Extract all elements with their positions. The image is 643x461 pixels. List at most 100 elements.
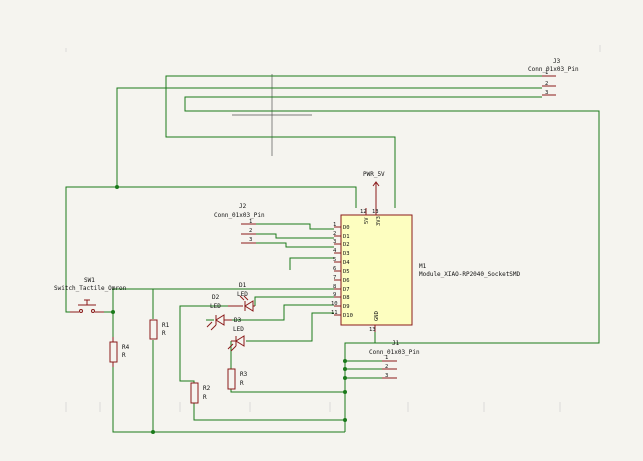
r3-value: R [240, 380, 244, 387]
power-symbol-5v[interactable]: PWR_5V [363, 171, 385, 208]
wire-r3-bottom [230, 389, 345, 393]
j3-pin-3: 3 [545, 90, 548, 96]
r4-value: R [122, 352, 126, 359]
m1-pin-name-d9: D9 [343, 304, 350, 310]
r2-value: R [203, 394, 207, 401]
junction-dot [343, 359, 347, 363]
m1-top-pin-13: 13 [372, 209, 379, 215]
resistor-r4[interactable]: R4 R [109, 337, 130, 367]
m1-pin-name-d4: D4 [343, 260, 350, 266]
sw1-value: Switch_Tactile_Omron [54, 285, 127, 292]
m1-pin-name-d0: D0 [343, 225, 350, 231]
m1-pin-num-3: 3 [333, 239, 336, 245]
junction-dot [343, 367, 347, 371]
m1-pin-num-2: 2 [333, 231, 336, 237]
j2-ref: J2 [239, 203, 247, 210]
connector-j1[interactable]: J1 Conn_01x03_Pin 1 2 3 [369, 340, 420, 379]
j2-pin-2: 2 [249, 228, 252, 234]
j3-ref: J3 [553, 58, 561, 65]
crosshair-cursor [232, 74, 312, 156]
j1-pin-1: 1 [385, 355, 388, 361]
resistor-r1[interactable]: R1 R [149, 319, 170, 340]
sheet-grid [65, 45, 601, 412]
wire-j2-pin2 [256, 233, 334, 239]
m1-pin-num-10: 10 [331, 301, 338, 307]
wire-j3-pin1 [165, 75, 542, 208]
m1-pin-num-9: 9 [333, 292, 336, 298]
m1-pin-num-5: 5 [333, 257, 336, 263]
m1-pin-name-d6: D6 [343, 278, 350, 284]
resistor-r2[interactable]: R2 R [190, 382, 211, 404]
d1-value: LED [237, 291, 248, 298]
junction-dot [151, 430, 155, 434]
d2-ref: D2 [212, 294, 220, 301]
wires [65, 75, 600, 433]
j1-value: Conn_01x03_Pin [369, 349, 420, 356]
m1-pin-num-1: 1 [333, 222, 336, 228]
d2-value: LED [210, 303, 221, 310]
module-m1[interactable]: M1 Module_XIAO-RP2040_SocketSMD 12 5V 13… [331, 208, 521, 333]
led-d1[interactable]: D1 LED [228, 282, 255, 312]
wire-d10-d3 [246, 312, 334, 342]
d1-ref: D1 [239, 282, 247, 289]
wire-j2-pin3 [256, 242, 334, 248]
m1-top-pin-12: 12 [360, 209, 367, 215]
m1-pin-name-d2: D2 [343, 242, 350, 248]
j1-ref: J1 [392, 340, 400, 347]
m1-bottom-pin-13: 13 [369, 327, 376, 333]
pwr-label: PWR_5V [363, 171, 385, 178]
m1-bottom-pin-gnd: GND [374, 311, 380, 321]
r3-ref: R3 [240, 371, 248, 378]
r2-ref: R2 [203, 385, 211, 392]
j3-pin-2: 2 [545, 81, 548, 87]
m1-left-pin-names: D0 D1 D2 D3 D4 D5 D6 D7 D8 D9 D10 [343, 225, 353, 319]
d3-value: LED [233, 326, 244, 333]
j1-pin-3: 3 [385, 373, 388, 379]
m1-pin-num-11: 11 [331, 310, 338, 316]
wire-d4 [289, 257, 334, 270]
r4-ref: R4 [122, 344, 130, 351]
m1-pin-name-d7: D7 [343, 287, 350, 293]
wire-j2-pin1 [256, 223, 334, 230]
wire-d1-r2 [179, 305, 228, 383]
m1-top-pin-5v: 5V [364, 217, 370, 224]
j2-pin-1: 1 [249, 219, 252, 225]
m1-pin-num-8: 8 [333, 284, 336, 290]
junction-dot [343, 390, 347, 394]
d3-ref: D3 [234, 317, 242, 324]
wire-j3-pin2 [116, 87, 542, 208]
wire-sw1-to-d7 [112, 288, 334, 312]
connector-j3[interactable]: J3 Conn_01x03_Pin 1 2 3 [528, 58, 579, 96]
m1-pin-num-4: 4 [333, 248, 337, 254]
wire-d9-d2 [232, 304, 334, 321]
junction-dot [343, 376, 347, 380]
wire-sw1-to-r4 [104, 311, 114, 337]
m1-left-pin-numbers: 1 2 3 4 5 6 7 8 9 10 11 [331, 222, 338, 316]
m1-ref: M1 [419, 263, 427, 270]
m1-top-pin-3v3: 3V3 [376, 216, 382, 226]
j3-pin-1: 1 [545, 70, 548, 76]
junction-dot [343, 418, 347, 422]
junction-dots [111, 185, 347, 434]
wire-r4-bottom [112, 367, 345, 433]
connector-j2[interactable]: J2 Conn_01x03_Pin 1 2 3 [214, 203, 265, 244]
junction-dot [111, 310, 115, 314]
r1-ref: R1 [162, 322, 170, 329]
resistor-r3[interactable]: R3 R [227, 368, 248, 390]
m1-pin-name-d10: D10 [343, 313, 353, 319]
wire-d8-d1 [254, 296, 334, 306]
sw1-ref: SW1 [84, 277, 95, 284]
m1-pin-name-d3: D3 [343, 251, 350, 257]
junction-dot [115, 185, 119, 189]
m1-value: Module_XIAO-RP2040_SocketSMD [419, 271, 521, 278]
wire-left-bus [65, 186, 117, 313]
switch-sw1[interactable]: SW1 Switch_Tactile_Omron [54, 277, 127, 313]
led-d3[interactable]: D3 LED [227, 317, 245, 352]
led-d2[interactable]: D2 LED [206, 294, 232, 331]
m1-body [340, 214, 413, 326]
m1-pin-name-d1: D1 [343, 234, 350, 240]
wire-r2-bottom [193, 403, 345, 421]
j1-pin-2: 2 [385, 364, 388, 370]
m1-pin-name-d5: D5 [343, 269, 350, 275]
